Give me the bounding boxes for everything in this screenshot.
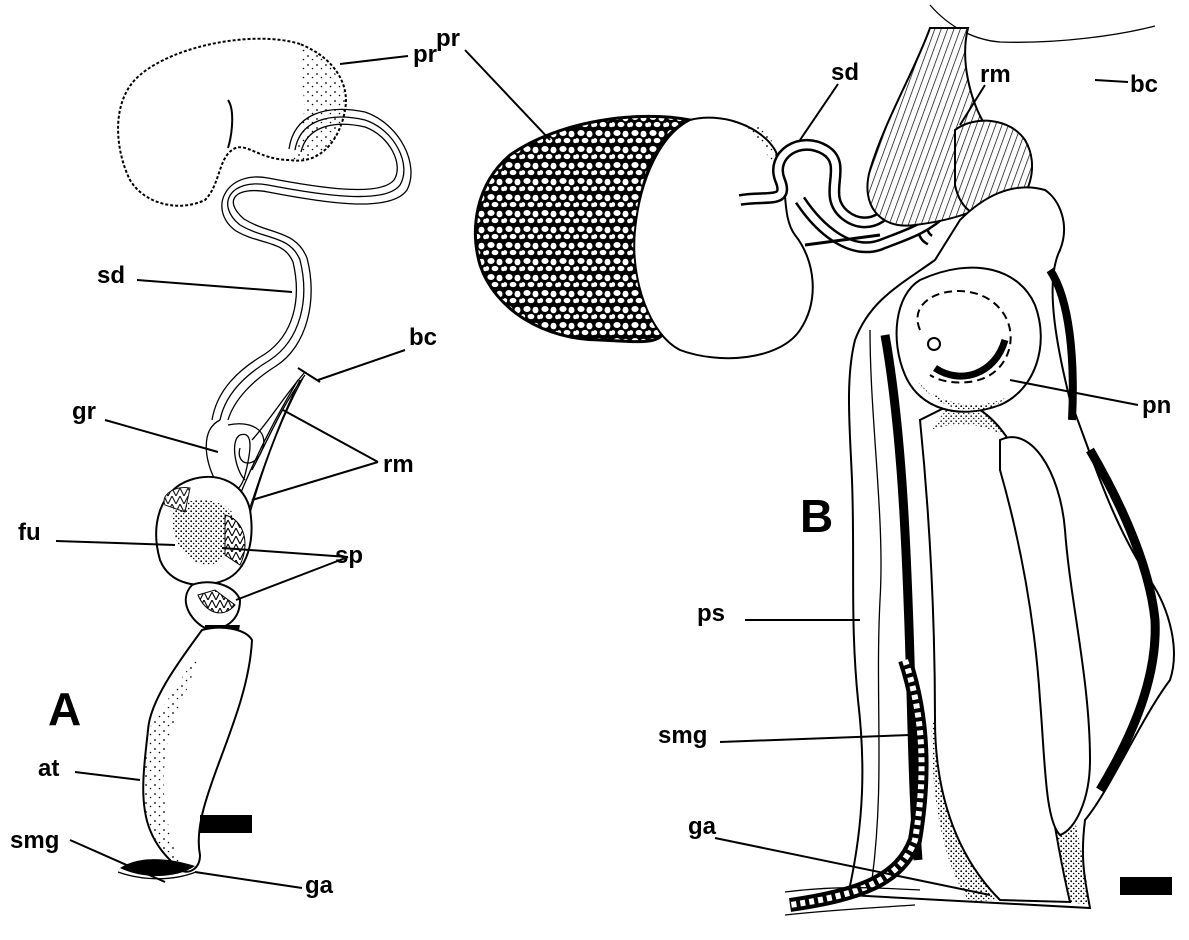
label-a-sd: sd <box>97 262 125 289</box>
label-a-at: at <box>38 755 59 782</box>
label-a-ga: ga <box>305 872 334 899</box>
label-b-ps: ps <box>697 600 725 627</box>
label-a-bc: bc <box>409 324 437 351</box>
panel-b-drawing <box>475 5 1173 915</box>
label-a-fu: fu <box>18 519 41 546</box>
label-a-rm: rm <box>383 451 414 478</box>
label-a-smg: smg <box>10 827 59 854</box>
label-b-smg: smg <box>658 722 707 749</box>
label-b-sd: sd <box>831 59 859 86</box>
penis-pore-b <box>928 338 940 350</box>
label-a-pr: pr <box>413 41 437 68</box>
label-a-gr: gr <box>72 398 96 425</box>
label-b-pn: pn <box>1142 392 1171 419</box>
label-a-sp: sp <box>335 542 363 569</box>
penial-papilla-b <box>897 268 1041 412</box>
label-b-ga: ga <box>688 813 717 840</box>
panel-a-drawing <box>118 39 411 879</box>
label-b-pr: pr <box>436 25 460 52</box>
label-b-bc: bc <box>1130 71 1158 98</box>
panel-label-b: B <box>800 490 833 542</box>
label-b-rm: rm <box>980 61 1011 88</box>
scale-bar-b <box>1120 877 1172 895</box>
leaders-a <box>56 56 408 888</box>
panel-label-a: A <box>48 683 81 735</box>
scale-bar-a <box>200 815 252 833</box>
